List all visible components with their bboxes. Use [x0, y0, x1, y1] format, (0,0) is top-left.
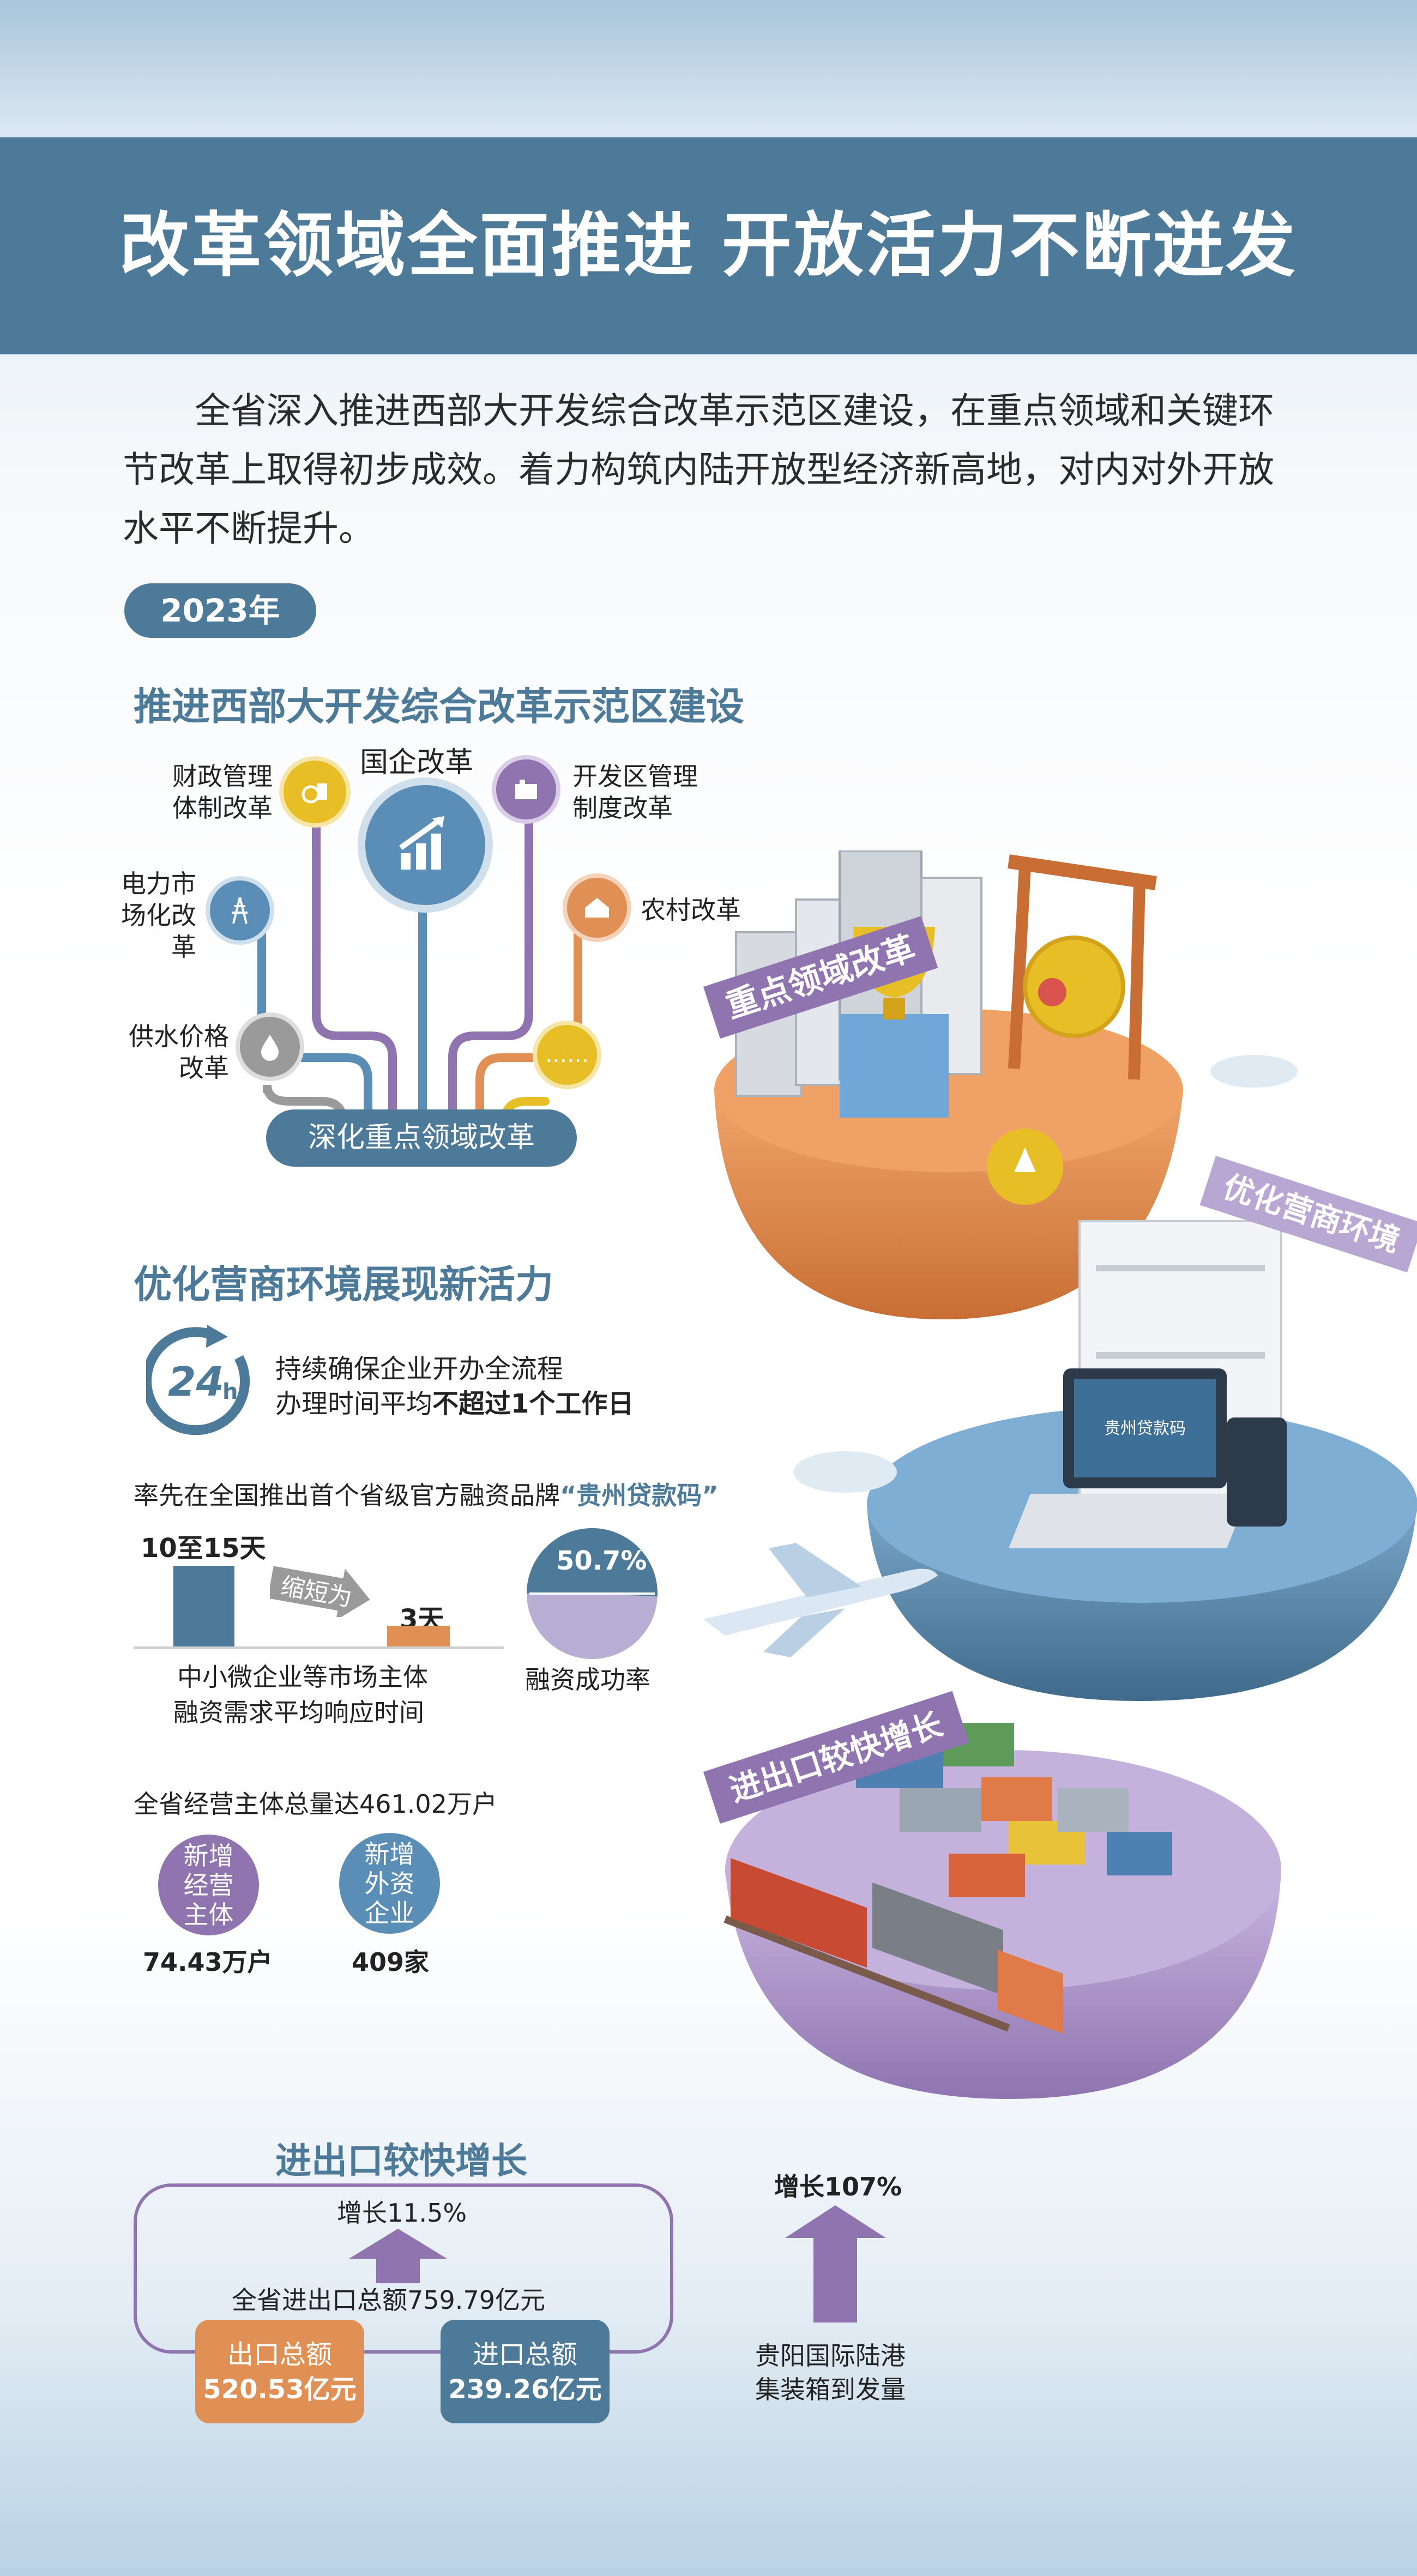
reform-heading: 推进西部大开发综合改革示范区建设 — [134, 684, 744, 729]
import-value: 239.26亿元 — [448, 2374, 602, 2405]
trade-frame — [134, 2183, 673, 2354]
response-before-bar — [173, 1566, 234, 1648]
isometric-illustration: 贵州贷款码 重点领域改革 — [703, 850, 1417, 2099]
soe-reform-label: 国企改革 — [360, 746, 474, 779]
port-label-1: 贵阳国际陆港 — [755, 2341, 906, 2370]
trade-up-arrow — [349, 2229, 447, 2283]
title-banner — [0, 137, 1417, 354]
freight-train — [723, 1858, 1063, 2034]
startup-line2: 办理时间平均不超过1个工作日 — [275, 1387, 634, 1421]
port-label-2: 集装箱到发量 — [755, 2375, 906, 2404]
trade-total: 全省进出口总额759.79亿元 — [232, 2285, 545, 2315]
water-reform-label: 供水价格改革 — [129, 1022, 229, 1083]
finance-reform-label: 财政管理体制改革 — [172, 762, 273, 823]
response-after-bar — [387, 1626, 450, 1648]
power-tower-icon — [210, 880, 270, 940]
export-value: 520.53亿元 — [203, 2374, 357, 2405]
new-entities-badge: 新增经营主体 — [158, 1835, 259, 1935]
devzone-reform-icon — [496, 759, 556, 819]
import-label: 进口总额 — [472, 2339, 577, 2370]
water-drop-icon — [240, 1017, 300, 1077]
export-box: 出口总额 520.53亿元 — [195, 2320, 364, 2423]
business-heading: 优化营商环境展现新活力 — [134, 1262, 553, 1307]
total-entities-line: 全省经营主体总量达461.02万户 — [134, 1789, 497, 1819]
financing-rate-pie — [527, 1528, 658, 1659]
trade-growth: 增长11.5% — [337, 2198, 467, 2228]
startup-line2-prefix: 办理时间平均 — [275, 1389, 433, 1419]
clock-unit: h — [222, 1379, 238, 1404]
intro-paragraph: 全省深入推进西部大开发综合改革示范区建设，在重点领域和关键环节改革上取得初步成效… — [123, 390, 1274, 550]
laptop-icon: 贵州贷款码 — [1009, 1368, 1249, 1548]
clock-number: 24 — [168, 1359, 224, 1405]
cloud-2 — [793, 1451, 897, 1493]
response-label-2: 融资需求平均响应时间 — [173, 1698, 424, 1727]
power-reform-label: 电力市场化改革 — [121, 869, 196, 962]
more-reforms-icon: …… — [537, 1025, 597, 1085]
loan-brand-prefix: 率先在全国推出首个省级官方融资品牌 — [134, 1481, 560, 1510]
new-foreign-value: 409家 — [352, 1947, 430, 1977]
new-foreign-badge: 新增外资企业 — [339, 1833, 440, 1934]
soe-reform-icon — [365, 785, 485, 905]
cloud-1 — [1210, 1055, 1298, 1088]
financing-rate-value: 50.7% — [556, 1546, 647, 1576]
financing-rate-label: 融资成功率 — [525, 1665, 650, 1694]
port-growth: 增长107% — [774, 2172, 902, 2201]
pie-success-slice — [527, 1528, 658, 1597]
import-box: 进口总额 239.26亿元 — [441, 2320, 610, 2423]
devzone-reform-label: 开发区管理制度改革 — [572, 762, 698, 823]
export-label: 出口总额 — [227, 2339, 332, 2370]
finance-reform-icon — [284, 761, 346, 823]
startup-line1: 持续确保企业开办全流程 — [275, 1354, 564, 1384]
port-up-arrow — [785, 2205, 886, 2322]
page-title: 改革领域全面推进 开放活力不断迸发 — [119, 205, 1298, 286]
bar-baseline — [134, 1646, 504, 1649]
clock-24h-icon: 24 h — [142, 1325, 261, 1439]
rural-reform-label: 农村改革 — [641, 895, 741, 925]
deepen-reform-base: 深化重点领域改革 — [266, 1109, 577, 1167]
rural-house-icon — [567, 878, 627, 938]
loan-brand-line: 率先在全国推出首个省级官方融资品牌“贵州贷款码” — [134, 1479, 718, 1512]
year-badge: 2023年 — [124, 583, 316, 638]
response-before-label: 10至15天 — [141, 1533, 266, 1564]
loan-brand-name: “贵州贷款码” — [560, 1481, 719, 1510]
airplane-icon — [703, 1543, 938, 1657]
startup-line2-highlight: 不超过1个工作日 — [432, 1389, 634, 1419]
laptop-screen-text: 贵州贷款码 — [1104, 1419, 1186, 1438]
new-entities-value: 74.43万户 — [143, 1947, 273, 1977]
gong-icon — [1008, 854, 1157, 1080]
response-label-1: 中小微企业等市场主体 — [177, 1662, 428, 1692]
phone-icon — [1227, 1417, 1287, 1527]
shorten-arrow: 缩短为 — [268, 1565, 371, 1620]
trade-heading: 进出口较快增长 — [275, 2140, 527, 2182]
